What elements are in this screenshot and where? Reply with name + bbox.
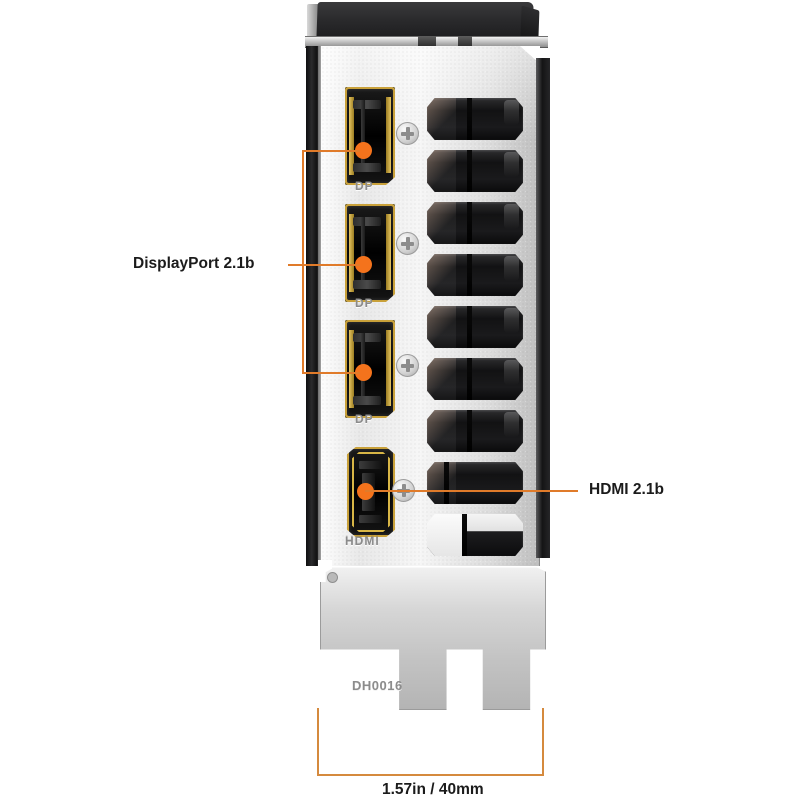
vent-gloss	[503, 411, 520, 437]
vent-sheen	[427, 410, 456, 452]
dimension-tick-right	[542, 708, 544, 776]
pcb-right-edge	[536, 58, 550, 558]
dp-gold-shield-left	[349, 214, 354, 292]
dp-gold-shield-right	[386, 330, 391, 406]
vent-sheen	[427, 306, 456, 348]
dp-gold-shield-left	[349, 330, 354, 408]
vent-divider	[467, 150, 473, 192]
vent-divider	[444, 462, 450, 504]
hdmi-gold-shield	[352, 452, 390, 532]
vent-divider	[467, 358, 473, 400]
vent-divider	[467, 306, 473, 348]
port-label-dp: DP	[355, 412, 374, 426]
callout-leader-displayport-1	[302, 150, 360, 152]
vent-slot	[427, 98, 523, 140]
dimension-tick-left	[317, 708, 319, 776]
callout-leader-displayport-2	[302, 264, 360, 266]
vent-divider	[467, 410, 473, 452]
hdmi-contact-bar	[358, 461, 382, 469]
callout-label-hdmi: HDMI 2.1b	[589, 481, 664, 498]
vent-gloss	[503, 359, 520, 385]
displayport-connector	[345, 204, 395, 302]
callout-leader-hdmi	[365, 490, 578, 492]
dp-gold-shield-left	[349, 97, 354, 175]
port-label-hdmi: HDMI	[345, 534, 380, 548]
vent-slot	[427, 410, 523, 452]
vent-slot	[427, 254, 523, 296]
bracket-screw	[396, 122, 419, 145]
dp-keying-slot	[360, 100, 366, 172]
callout-leader-displayport-3	[302, 372, 360, 374]
vent-slot	[427, 306, 523, 348]
callout-stub-displayport	[288, 264, 304, 266]
hdmi-contact-bar	[358, 515, 382, 523]
displayport-connector	[345, 87, 395, 185]
bracket-screw-hole	[327, 572, 338, 583]
hdmi-connector	[347, 447, 395, 537]
vent-divider	[467, 254, 473, 296]
dp-keying-slot	[360, 217, 366, 289]
vent-slot	[427, 358, 523, 400]
vent-sheen	[427, 98, 456, 140]
vent-gloss	[503, 99, 520, 125]
dp-gold-shield-right	[386, 97, 391, 173]
shroud-lip-notch-right	[458, 36, 472, 46]
vent-slot	[427, 150, 523, 192]
callout-dot-displayport-1	[355, 142, 372, 159]
vent-divider	[467, 98, 473, 140]
vent-gloss	[503, 307, 520, 333]
callout-dot-displayport-2	[355, 256, 372, 273]
port-label-dp: DP	[355, 179, 374, 193]
dp-contact-bar	[352, 280, 382, 289]
vent-divider	[467, 202, 473, 244]
vent-divider	[461, 514, 467, 556]
port-label-dp: DP	[355, 296, 374, 310]
vent-gloss	[503, 203, 520, 229]
vent-slot	[427, 462, 523, 504]
bracket-engraving: DH0016	[352, 678, 403, 693]
dp-contact-bar	[352, 396, 382, 405]
callout-dot-displayport-3	[355, 364, 372, 381]
dp-gold-shield-right	[386, 214, 391, 290]
dp-contact-bar	[352, 100, 382, 109]
vent-gloss	[503, 255, 520, 281]
vent-sheen	[427, 358, 456, 400]
dp-contact-bar	[352, 163, 382, 172]
vent-slot-open	[427, 514, 523, 556]
vent-sheen	[427, 254, 456, 296]
dp-contact-bar	[352, 333, 382, 342]
vent-gloss	[503, 151, 520, 177]
callout-spine-displayport	[302, 150, 304, 374]
displayport-connector	[345, 320, 395, 418]
bracket-screw	[396, 232, 419, 255]
vent-sheen	[427, 462, 456, 504]
callout-label-displayport: DisplayPort 2.1b	[133, 255, 255, 272]
vent-sheen	[427, 202, 456, 244]
vent-slot	[427, 202, 523, 244]
pcb-edge-shadow	[306, 46, 320, 566]
vent-sheen	[427, 150, 456, 192]
dimension-label-width: 1.57in / 40mm	[382, 781, 484, 798]
bracket-screw	[396, 354, 419, 377]
dimension-baseline	[317, 774, 544, 776]
vent-open-area	[427, 514, 464, 556]
dp-contact-bar	[352, 217, 382, 226]
shroud-lip-notch-left	[418, 36, 436, 46]
